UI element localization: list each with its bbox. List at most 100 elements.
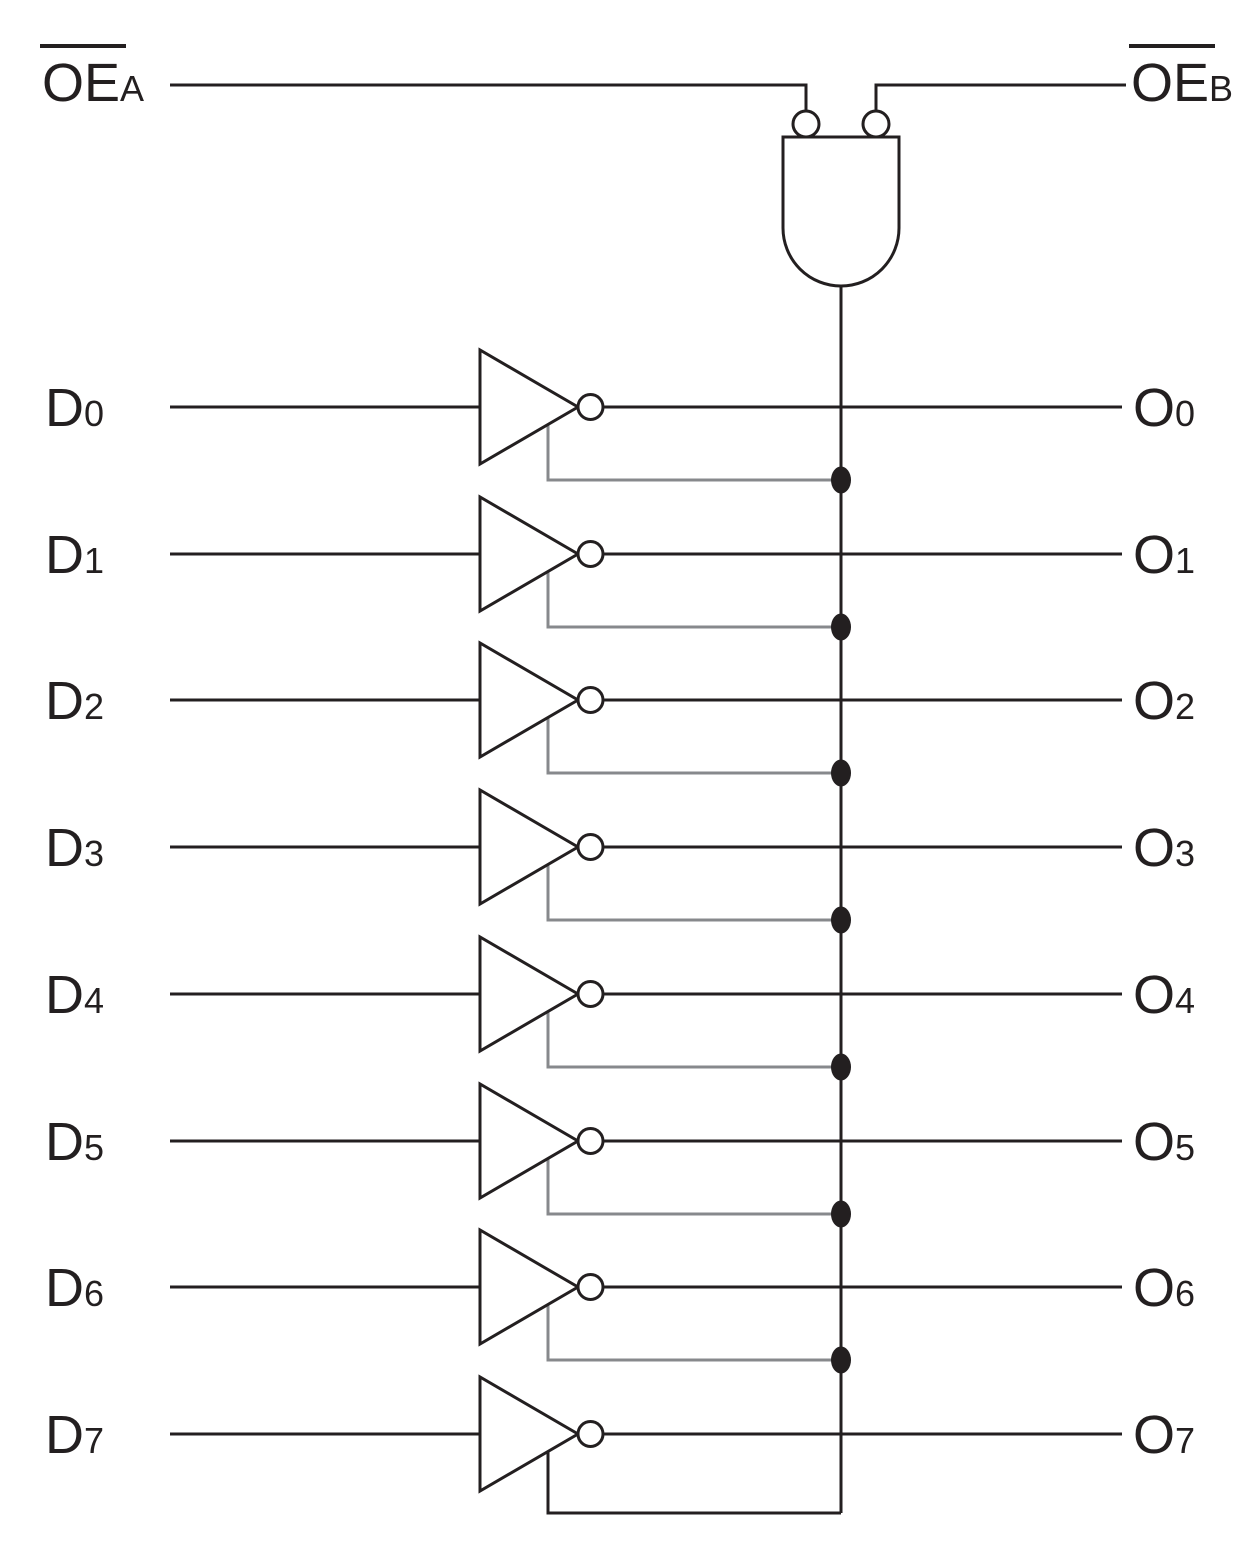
output-label: O6 xyxy=(1133,1258,1195,1318)
inverter-bubble xyxy=(576,393,605,421)
output-label-base: O xyxy=(1133,1405,1175,1465)
inverter-bubble xyxy=(576,833,605,861)
input-label-subscript: 0 xyxy=(84,393,104,434)
enable-stub xyxy=(546,1448,841,1515)
oe-b-wire xyxy=(874,83,1126,111)
input-label-subscript: 3 xyxy=(84,833,104,874)
output-label-subscript: 0 xyxy=(1175,393,1195,434)
tristate-buffer-triangle xyxy=(478,494,581,614)
oe-a-label-group: OEA xyxy=(40,44,144,113)
output-label-base: O xyxy=(1133,965,1175,1025)
input-label: D0 xyxy=(45,378,104,438)
input-label-base: D xyxy=(45,671,84,731)
output-label: O0 xyxy=(1133,378,1195,438)
input-label-subscript: 2 xyxy=(84,686,104,727)
tristate-buffer-triangle xyxy=(478,1374,581,1494)
enable-stub xyxy=(546,861,841,922)
output-label: O5 xyxy=(1133,1112,1195,1172)
junction-dot xyxy=(831,613,851,641)
tristate-buffer-triangle xyxy=(478,934,581,1054)
enable-stub xyxy=(546,1155,841,1216)
enable-stub xyxy=(546,568,841,629)
enable-stub xyxy=(546,1008,841,1069)
enable-stub xyxy=(546,714,841,775)
output-label-base: O xyxy=(1133,378,1175,438)
input-label-subscript: 1 xyxy=(84,540,104,581)
input-label-base: D xyxy=(45,965,84,1025)
input-label-base: D xyxy=(45,1258,84,1318)
tristate-buffer-triangle xyxy=(478,787,581,907)
output-label-base: O xyxy=(1133,818,1175,878)
input-label-base: D xyxy=(45,818,84,878)
output-label-base: O xyxy=(1133,1112,1175,1172)
oe-a-wire xyxy=(170,83,808,111)
output-label-base: O xyxy=(1133,671,1175,731)
output-label-subscript: 2 xyxy=(1175,686,1195,727)
input-label: D1 xyxy=(45,525,104,585)
oe-b-label-base: OE xyxy=(1131,53,1209,113)
junction-dot xyxy=(831,759,851,787)
junction-dot xyxy=(831,1346,851,1374)
input-label-subscript: 6 xyxy=(84,1273,104,1314)
output-label: O3 xyxy=(1133,818,1195,878)
output-label-subscript: 5 xyxy=(1175,1127,1195,1168)
output-label-base: O xyxy=(1133,1258,1175,1318)
tristate-buffer-triangle xyxy=(478,347,581,467)
inverter-bubble xyxy=(576,1420,605,1448)
oe-b-label: OEB xyxy=(1131,53,1233,113)
input-label-subscript: 4 xyxy=(84,980,104,1021)
input-label-base: D xyxy=(45,378,84,438)
input-label: D2 xyxy=(45,671,104,731)
input-label-base: D xyxy=(45,1112,84,1172)
inverter-bubble xyxy=(576,1127,605,1155)
oe-b-label-subscript: B xyxy=(1209,68,1233,109)
oe-a-label-subscript: A xyxy=(120,68,144,109)
output-label-subscript: 3 xyxy=(1175,833,1195,874)
tristate-buffer-triangle xyxy=(478,1081,581,1201)
tristate-buffer-triangle xyxy=(478,1227,581,1347)
input-label-subscript: 7 xyxy=(84,1420,104,1461)
input-label-base: D xyxy=(45,1405,84,1465)
output-label-base: O xyxy=(1133,525,1175,585)
junction-dot xyxy=(831,1200,851,1228)
enable-stub xyxy=(546,1301,841,1362)
output-label-subscript: 6 xyxy=(1175,1273,1195,1314)
input-label: D4 xyxy=(45,965,104,1025)
oe-b-label-group: OEB xyxy=(1129,44,1233,113)
input-label-base: D xyxy=(45,525,84,585)
output-label-subscript: 1 xyxy=(1175,540,1195,581)
input-label: D6 xyxy=(45,1258,104,1318)
junction-dot xyxy=(831,1053,851,1081)
and-gate xyxy=(781,135,901,288)
inverter-bubble xyxy=(576,1273,605,1301)
gate-input-bubble-right xyxy=(861,109,891,139)
input-label: D7 xyxy=(45,1405,104,1465)
tristate-buffer-triangle xyxy=(478,640,581,760)
enable-stub xyxy=(546,421,841,482)
junction-dot xyxy=(831,466,851,494)
output-label: O1 xyxy=(1133,525,1195,585)
output-label: O2 xyxy=(1133,671,1195,731)
input-label: D3 xyxy=(45,818,104,878)
junction-dot xyxy=(831,906,851,934)
output-label-subscript: 7 xyxy=(1175,1420,1195,1461)
gate-input-bubble-left xyxy=(791,109,821,139)
output-label: O4 xyxy=(1133,965,1195,1025)
inverter-bubble xyxy=(576,686,605,714)
output-label: O7 xyxy=(1133,1405,1195,1465)
input-label: D5 xyxy=(45,1112,104,1172)
oe-a-label: OEA xyxy=(42,53,144,113)
oe-a-label-base: OE xyxy=(42,53,120,113)
inverter-bubble xyxy=(576,540,605,568)
